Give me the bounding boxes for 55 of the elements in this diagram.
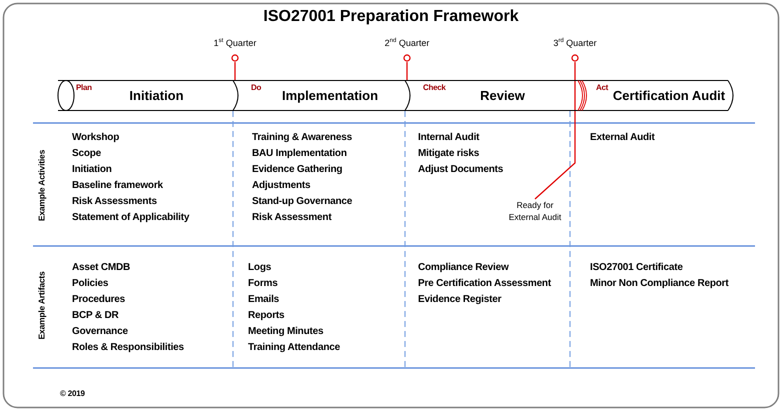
phase-title: Initiation <box>128 88 185 103</box>
list-item: Evidence Gathering <box>252 163 342 176</box>
list-item: Roles & Responsibilities <box>72 341 184 354</box>
diagram-title: ISO27001 Preparation Framework <box>262 8 520 26</box>
list-item: Reports <box>248 309 284 322</box>
list-item: Adjust Documents <box>418 163 504 176</box>
list-item: BCP & DR <box>72 309 119 322</box>
list-item: Risk Assessment <box>252 211 332 224</box>
list-item: Emails <box>248 293 280 306</box>
phase-tag: Check <box>423 83 446 92</box>
list-item: Forms <box>248 277 278 290</box>
pipe-segment <box>405 80 578 111</box>
pipe-segment <box>58 80 233 111</box>
phase-title: Implementation <box>280 88 380 103</box>
milestone-stem <box>406 62 408 80</box>
list-item: Minor Non Compliance Report <box>590 277 728 290</box>
row-header: Example Activities <box>36 148 48 224</box>
leader-line <box>534 62 576 200</box>
list-item: Risk Assessments <box>72 195 157 208</box>
list-item: Asset CMDB <box>72 261 130 274</box>
list-item: Statement of Applicability <box>72 211 190 224</box>
list-item: Mitigate risks <box>418 147 480 160</box>
list-item: Adjustments <box>252 179 310 192</box>
list-item: Internal Audit <box>418 131 480 144</box>
list-item: External Audit <box>590 131 655 144</box>
phase-tag: Act <box>596 83 608 92</box>
list-item: Governance <box>72 325 128 338</box>
milestone-stem <box>234 62 236 80</box>
quarter-label: 3$^{rd}$ Quarter <box>552 36 598 49</box>
list-item: Meeting Minutes <box>248 325 324 338</box>
list-item: Compliance Review <box>418 261 509 274</box>
list-item: ISO27001 Certificate <box>590 261 683 274</box>
list-item: Initiation <box>72 163 112 176</box>
list-item: Baseline framework <box>72 179 163 192</box>
quarter-label: 2$^{nd}$ Quarter <box>384 36 430 49</box>
list-item: Logs <box>248 261 272 274</box>
copyright-note: © 2019 <box>60 388 85 400</box>
pipe-segment <box>233 80 405 111</box>
list-item: Evidence Register <box>418 293 502 306</box>
list-item: Pre Certification Assessment <box>418 277 551 290</box>
list-item: Stand-up Governance <box>252 195 352 208</box>
phase-title: Review <box>479 88 526 103</box>
list-item: BAU Implementation <box>252 147 347 160</box>
list-item: Workshop <box>72 131 120 144</box>
list-item: Training & Awareness <box>252 131 352 144</box>
list-item: Policies <box>72 277 108 290</box>
list-item: Procedures <box>72 293 126 306</box>
milestone-note: Ready for External Audit <box>505 199 565 239</box>
list-item: Training Attendance <box>248 341 340 354</box>
phase-tag: Do <box>251 83 262 92</box>
phase-title: Certification Audit <box>612 88 726 103</box>
phase-tag: Plan <box>76 83 92 92</box>
row-header: Example Artifacts <box>36 270 48 342</box>
quarter-label: 1$^{st}$ Quarter <box>212 37 258 49</box>
list-item: Scope <box>72 147 102 160</box>
